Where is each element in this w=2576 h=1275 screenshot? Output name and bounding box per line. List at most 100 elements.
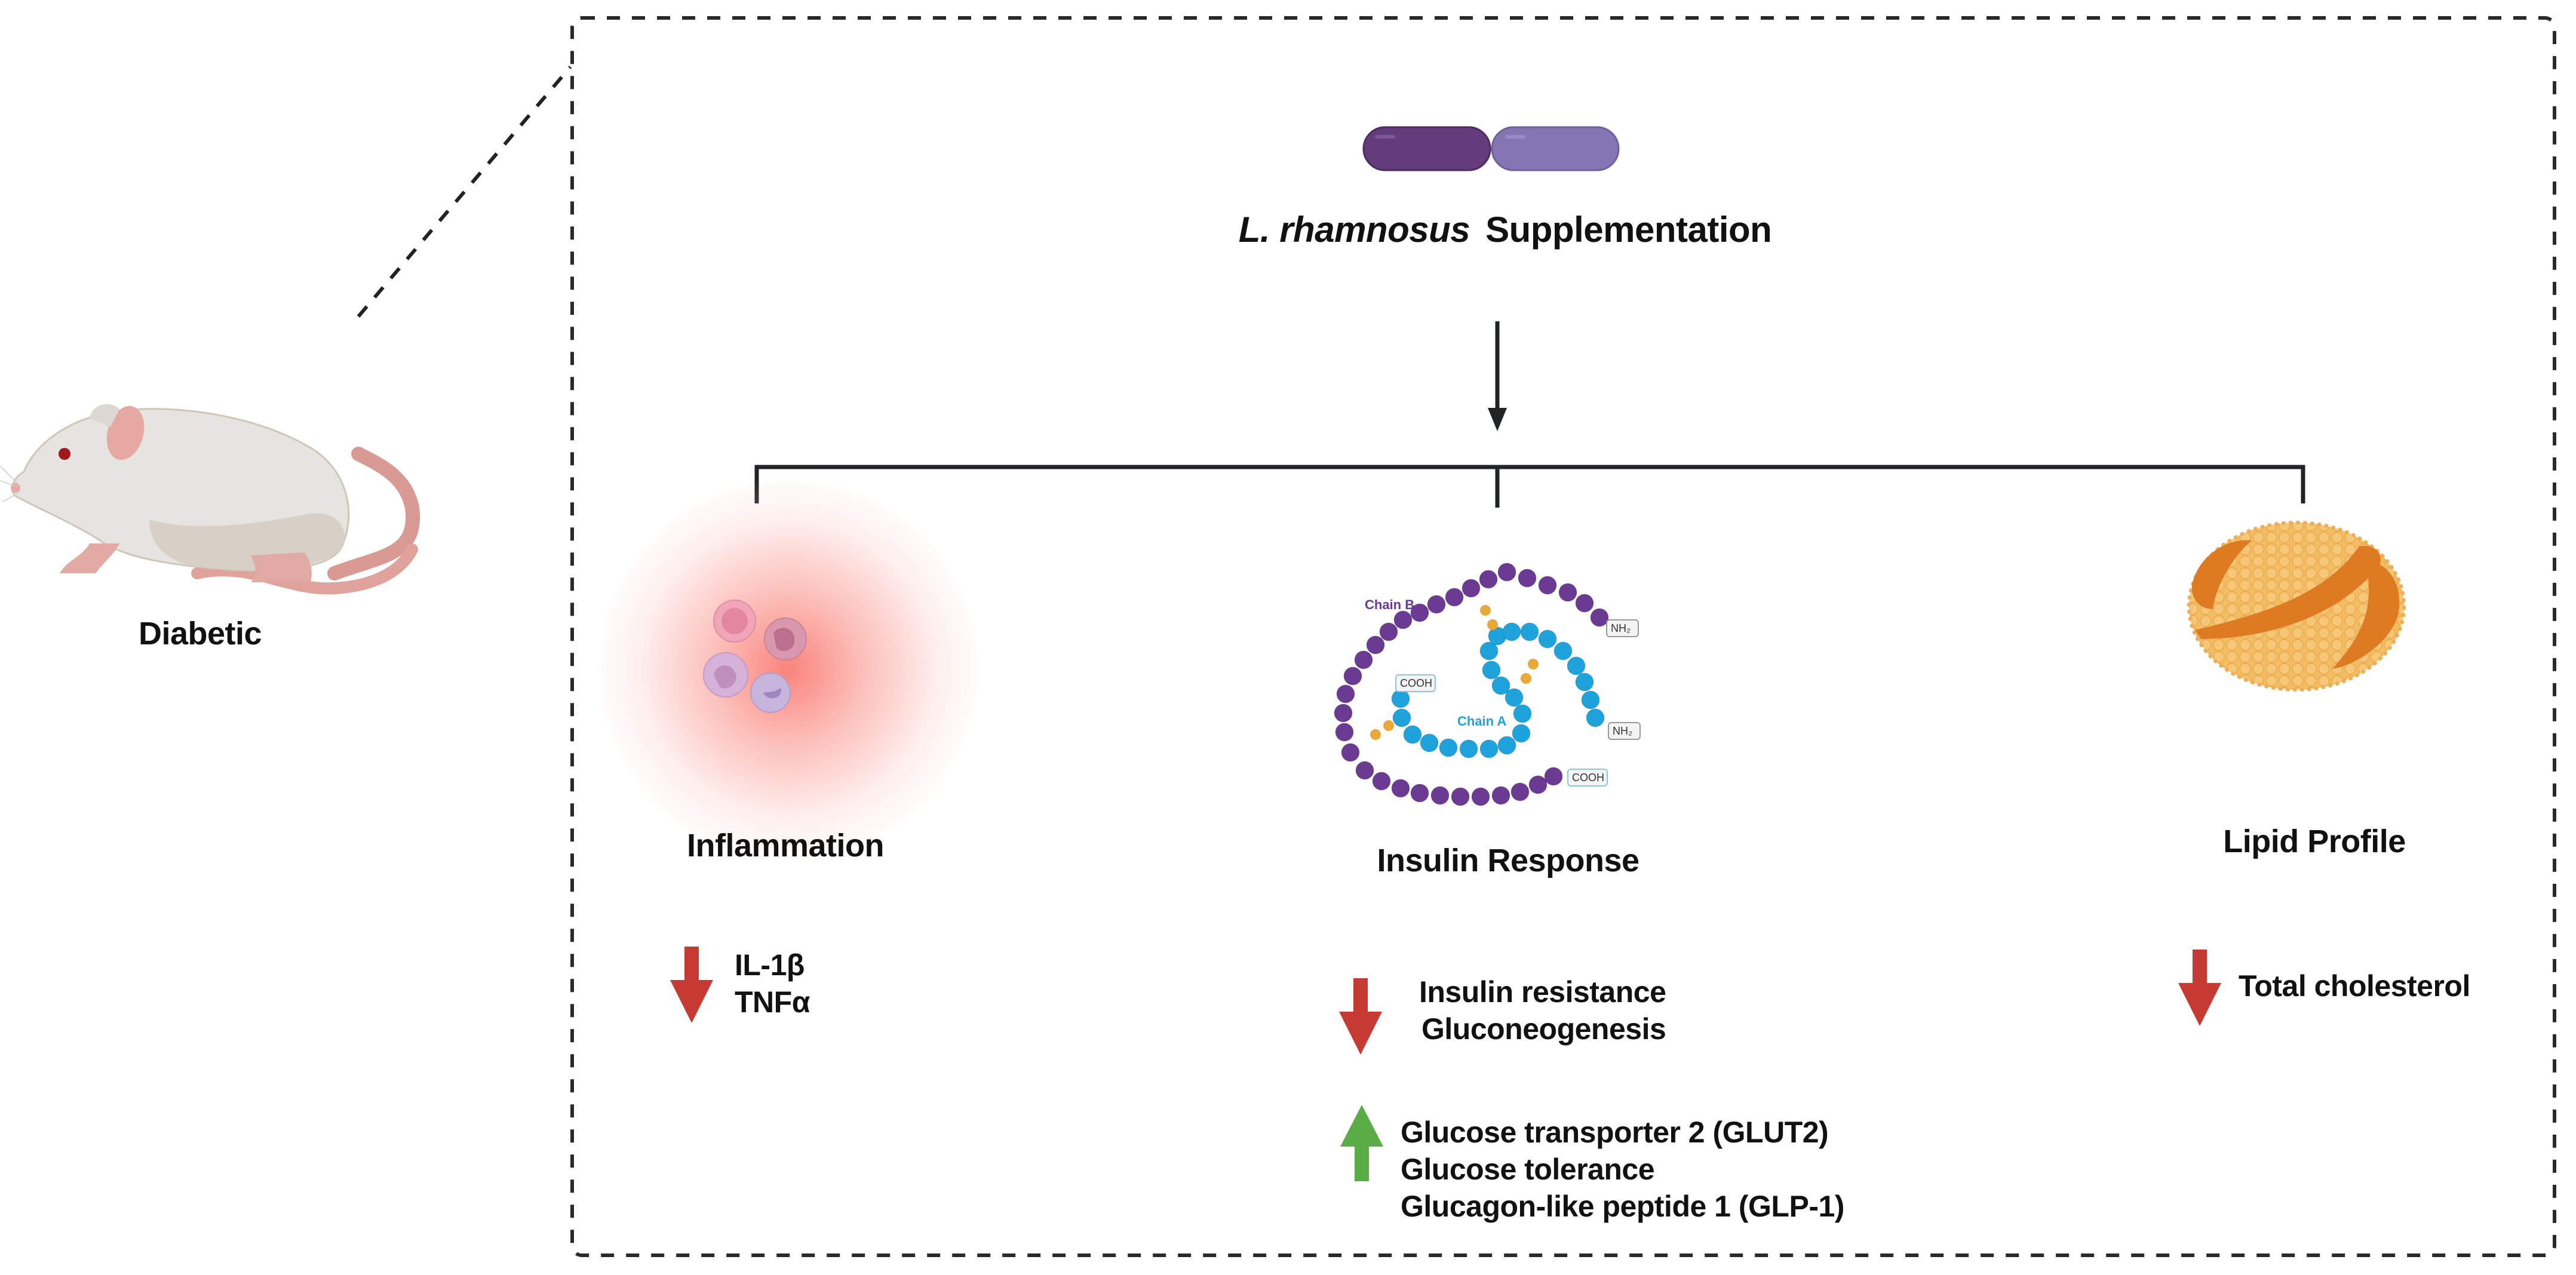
- down-arrow-icon: [670, 947, 713, 1023]
- disulfide-bond: [1480, 605, 1491, 616]
- disulfide-bond: [1370, 729, 1381, 740]
- branch-title-lipid: Lipid Profile: [2223, 824, 2406, 859]
- chain-b-residue: [1471, 787, 1490, 806]
- cooh-tag-box: [1567, 769, 1608, 786]
- chain-a-residue: [1505, 688, 1524, 707]
- effect-item: Total cholesterol: [2239, 969, 2470, 1003]
- treatment-label: Supplementation: [1485, 210, 1772, 250]
- chain-a-residue: [1538, 629, 1557, 649]
- chain-b-residue: [1355, 761, 1374, 780]
- inflammation-cells: [703, 597, 824, 741]
- disulfide-bond: [1383, 720, 1394, 731]
- chain-a-residue: [1491, 676, 1510, 695]
- chain-a-residue: [1439, 738, 1458, 757]
- chain-a-residue: [1502, 622, 1521, 641]
- chain-b-residue: [1544, 767, 1563, 786]
- effect-item: Gluconeogenesis: [1421, 1012, 1666, 1046]
- chain-b-residue: [1391, 779, 1410, 798]
- treatment-species: L. rhamnosus: [1238, 210, 1470, 250]
- chain-a-residue: [1520, 622, 1539, 641]
- treatment-arrow-head: [1488, 408, 1507, 431]
- insulin-structure-icon: NH₂ NH₂ COOH COOH Chain B Chain A: [1334, 563, 1641, 806]
- chain-b-residue: [1462, 579, 1481, 598]
- chain-a-residue: [1567, 656, 1586, 675]
- chain-a-label: Chain A: [1457, 714, 1506, 729]
- chain-b-residue: [1335, 723, 1354, 742]
- chain-b-residue: [1379, 622, 1398, 641]
- subject-label: Diabetic: [138, 616, 262, 652]
- chain-a-residue: [1586, 708, 1605, 727]
- chain-a-residue: [1459, 739, 1478, 758]
- chain-b-residue: [1393, 610, 1413, 629]
- nh2-tag-box: [1608, 722, 1641, 740]
- chain-b-residue: [1510, 782, 1530, 801]
- effect-item: TNFα: [735, 985, 810, 1019]
- chain-a-residue: [1392, 708, 1411, 727]
- chain-b-residue: [1445, 588, 1464, 607]
- down-arrow-icon: [2178, 950, 2221, 1026]
- chain-a-residue: [1482, 660, 1501, 680]
- branch-title-inflammation: Inflammation: [686, 828, 885, 864]
- chain-b-residue: [1528, 775, 1548, 794]
- down-arrow-icon: [1339, 978, 1382, 1055]
- detail-panel-border: [570, 16, 2556, 1257]
- insulin-effect-up: Glucose transporter 2 (GLUT2) Glucose to…: [1338, 1105, 1875, 1224]
- chain-b-label: Chain B: [1365, 597, 1414, 612]
- chain-b-residue: [1366, 635, 1385, 655]
- chain-b-residue: [1410, 784, 1429, 803]
- chain-a-residue: [1420, 733, 1439, 752]
- effect-item: Glucagon-like peptide 1 (GLP-1): [1401, 1190, 1844, 1223]
- chain-b-residue: [1336, 684, 1355, 703]
- chain-b-residue: [1410, 603, 1429, 622]
- disulfide-bond: [1487, 619, 1498, 630]
- up-arrow-icon: [1340, 1105, 1383, 1181]
- inflammation-effect-down: IL-1β TNFα: [669, 947, 908, 1030]
- chain-a-residue: [1391, 689, 1410, 708]
- chain-a-residue: [1513, 704, 1532, 723]
- nh2-tag: NH₂: [1613, 725, 1632, 737]
- chain-b-residue: [1334, 703, 1353, 723]
- insulin-effect-down: Insulin resistance Gluconeogenesis: [1338, 973, 1756, 1057]
- effect-item: Glucose transporter 2 (GLUT2): [1401, 1116, 1829, 1149]
- branch-title-insulin: Insulin Response: [1377, 843, 1639, 878]
- chain-b-residue: [1343, 666, 1362, 686]
- chain-b-residue: [1451, 787, 1470, 806]
- lipoprotein-icon: [2187, 521, 2406, 692]
- chain-b-residue: [1354, 650, 1373, 669]
- insulin-structure: NH₂ NH₂ COOH COOH Chain B Chain A: [1329, 543, 1663, 818]
- lipid-effect-down: Total cholesterol: [2177, 950, 2535, 1033]
- chain-a-residue: [1553, 641, 1573, 660]
- chain-a-residue: [1575, 672, 1594, 692]
- chain-b-residue: [1575, 594, 1594, 613]
- disulfide-bond: [1521, 673, 1531, 684]
- chain-b-residue: [1590, 608, 1609, 627]
- nh2-tag: NH₂: [1611, 622, 1631, 634]
- probiotic-capsule: [1362, 125, 1625, 173]
- lipoprotein-particle: [2186, 520, 2407, 693]
- inflammation-glow: [597, 478, 980, 860]
- chain-b-residue: [1558, 583, 1577, 602]
- nh2-tag-box: [1606, 619, 1639, 637]
- chain-b-residue: [1427, 595, 1446, 614]
- disulfide-bond: [1528, 659, 1539, 669]
- chain-b-residue: [1491, 786, 1510, 805]
- chain-a-residue: [1581, 690, 1600, 709]
- treatment-title: L. rhamnosus Supplementation: [1135, 209, 1875, 250]
- chain-a-residue: [1497, 736, 1516, 755]
- chain-b-residue: [1479, 570, 1498, 589]
- chain-a-residue: [1403, 725, 1422, 744]
- chain-b-residue: [1430, 786, 1450, 805]
- effect-item: IL-1β: [735, 948, 805, 982]
- chain-b-residue: [1538, 576, 1557, 595]
- chain-b-residue: [1518, 569, 1537, 588]
- effect-item: Insulin resistance: [1419, 975, 1666, 1009]
- chain-b-residue: [1372, 772, 1391, 791]
- mouse-icon: [0, 404, 420, 595]
- chain-a-residue: [1479, 641, 1499, 660]
- cooh-tag: COOH: [1572, 772, 1604, 784]
- cooh-tag-box: [1395, 674, 1436, 692]
- chain-a-residue: [1479, 739, 1499, 758]
- cooh-tag: COOH: [1400, 677, 1432, 689]
- effect-item: Glucose tolerance: [1401, 1153, 1655, 1186]
